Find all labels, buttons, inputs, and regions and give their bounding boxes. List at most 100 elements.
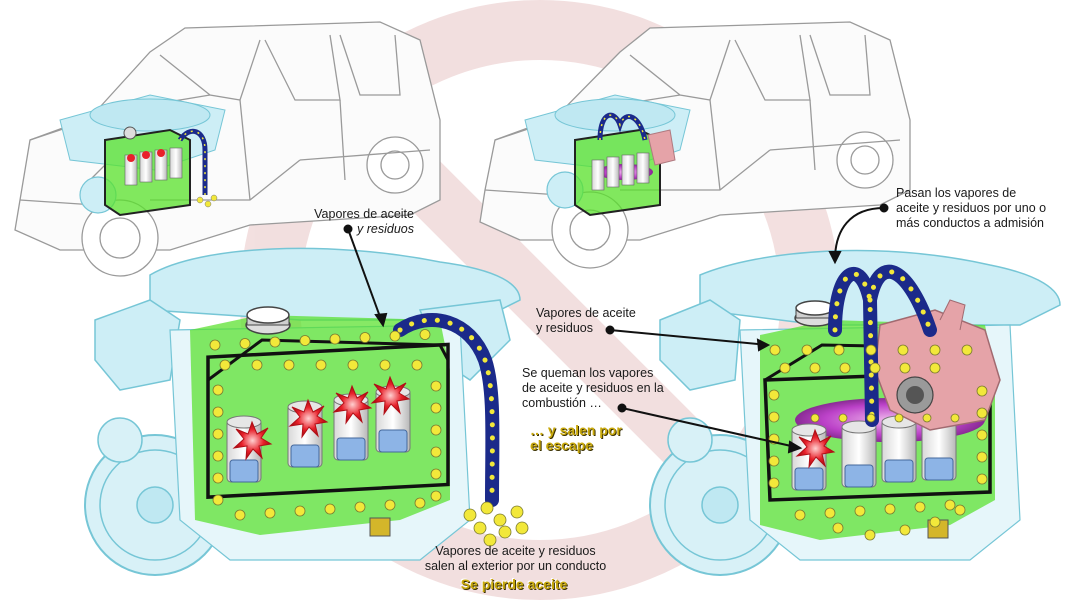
right-vapors-label: Vapores de aceite y residuos (536, 306, 636, 336)
vapor-dot-icon (212, 384, 224, 396)
vapor-dot-icon (854, 505, 866, 517)
vapor-dot-icon (838, 413, 848, 423)
piston-icon (881, 415, 917, 483)
vapor-dot-icon (483, 533, 497, 547)
vapor-dot-icon (430, 490, 442, 502)
right-vapors-line1: Vapores de aceite (536, 306, 636, 320)
vapor-dot-icon (212, 450, 224, 462)
vapor-dot-icon (976, 451, 988, 463)
vapor-dot-icon (251, 359, 263, 371)
right-vapor-dots (768, 344, 988, 541)
vapor-dot-icon (897, 344, 909, 356)
vapor-dot-icon (768, 455, 780, 467)
vapor-dot-icon (922, 413, 932, 423)
right-intake-label: Pasan los vapores de aceite y residuos p… (896, 186, 1046, 231)
vapor-dot-icon (430, 424, 442, 436)
vapor-dot-icon (809, 362, 821, 374)
vapor-dot-icon (430, 446, 442, 458)
vapor-dot-icon (944, 499, 956, 511)
vapor-dot-icon (493, 513, 507, 527)
left-vapor-dots (209, 329, 529, 547)
vapor-dot-icon (833, 344, 845, 356)
vapor-dot-icon (329, 333, 341, 345)
vapor-dot-icon (515, 521, 529, 535)
vapor-dot-icon (929, 362, 941, 374)
vapor-dot-icon (384, 499, 396, 511)
vapor-dot-icon (347, 359, 359, 371)
vapor-dot-icon (950, 413, 960, 423)
vapor-dot-icon (954, 504, 966, 516)
vapor-dot-icon (768, 477, 780, 489)
right-burn-label: Se queman los vapores de aceite y residu… (522, 366, 664, 411)
vapor-dot-icon (359, 332, 371, 343)
vapor-dot-icon (212, 428, 224, 440)
left-car-engine-icon (59, 94, 226, 217)
vapor-dot-icon (212, 494, 224, 506)
vapor-dot-icon (234, 509, 246, 521)
left-vent-hose-icon (393, 313, 500, 507)
vapor-dot-icon (283, 359, 295, 371)
right-intake-line2: aceite y residuos por uno o (896, 201, 1047, 215)
vapor-dot-icon (824, 507, 836, 519)
vapor-dot-icon (379, 359, 391, 371)
right-vapors-line2: y residuos (536, 321, 593, 335)
vapor-dot-icon (239, 338, 251, 349)
vapor-dot-icon (864, 529, 876, 541)
vapor-dot-icon (869, 362, 881, 374)
vapor-dot-icon (480, 501, 494, 515)
vapor-dot-icon (801, 344, 813, 356)
vapor-dot-icon (976, 473, 988, 485)
vapor-dot-icon (865, 344, 877, 356)
vapor-dot-icon (324, 503, 336, 515)
left-exit-label: Vapores de aceite y residuos salen al ex… (418, 544, 613, 574)
vapor-dot-icon (768, 411, 780, 423)
vapor-dot-icon (976, 429, 988, 441)
oil-lost-label: Se pierde aceite (460, 576, 568, 592)
vapor-dot-icon (839, 362, 851, 374)
vapor-dot-icon (498, 525, 512, 539)
vapor-dot-icon (212, 406, 224, 418)
vapor-dot-icon (929, 516, 941, 528)
right-intake-line1: Pasan los vapores de (896, 186, 1017, 200)
vapor-dot-icon (264, 507, 276, 519)
vapor-dot-icon (961, 344, 973, 356)
vapor-dot-icon (510, 505, 524, 519)
left-oil-cap-icon (245, 306, 391, 537)
vapor-dot-icon (294, 505, 306, 517)
vapor-dot-icon (769, 344, 781, 356)
right-burn-line2: de aceite y residuos en la (522, 381, 664, 395)
vapor-dot-icon (794, 509, 806, 521)
escape-line1: … y salen por (530, 422, 622, 438)
vapor-dot-icon (219, 359, 231, 371)
piston-icon (841, 420, 877, 488)
vapor-dot-icon (212, 472, 224, 484)
right-car-engine-icon (524, 94, 691, 217)
vapor-dot-icon (463, 508, 477, 522)
vapor-dot-icon (779, 362, 791, 374)
pointer-arrows (343, 203, 889, 454)
left-exit-line2: salen al exterior por un conducto (424, 559, 607, 573)
vapor-dot-icon (866, 413, 876, 423)
left-vapors-label: Vapores de aceite y residuos (312, 207, 414, 237)
vapor-dot-icon (411, 359, 423, 371)
vapor-dot-icon (976, 407, 988, 419)
left-vapors-line1: Vapores de aceite (314, 207, 414, 221)
vapor-dot-icon (899, 362, 911, 374)
vapor-dot-icon (768, 389, 780, 401)
vapor-dot-icon (899, 524, 911, 536)
vapor-dot-icon (299, 335, 311, 346)
left-exit-line1: Vapores de aceite y residuos (435, 544, 596, 558)
vapor-dot-icon (810, 413, 820, 423)
escape-label: … y salen por el escape (530, 423, 622, 453)
vapor-dot-icon (414, 497, 426, 509)
right-intake-line3: más conductos a admisión (896, 216, 1044, 230)
vapor-dot-icon (832, 522, 844, 534)
vapor-dot-icon (430, 468, 442, 480)
vapor-dot-icon (894, 413, 904, 423)
vapor-dot-icon (269, 336, 281, 348)
right-burn-line3: combustión … (522, 396, 602, 410)
vapor-dot-icon (354, 501, 366, 513)
vapor-dot-icon (976, 385, 988, 397)
vapor-dot-icon (473, 521, 487, 535)
vapor-dot-icon (419, 329, 431, 340)
